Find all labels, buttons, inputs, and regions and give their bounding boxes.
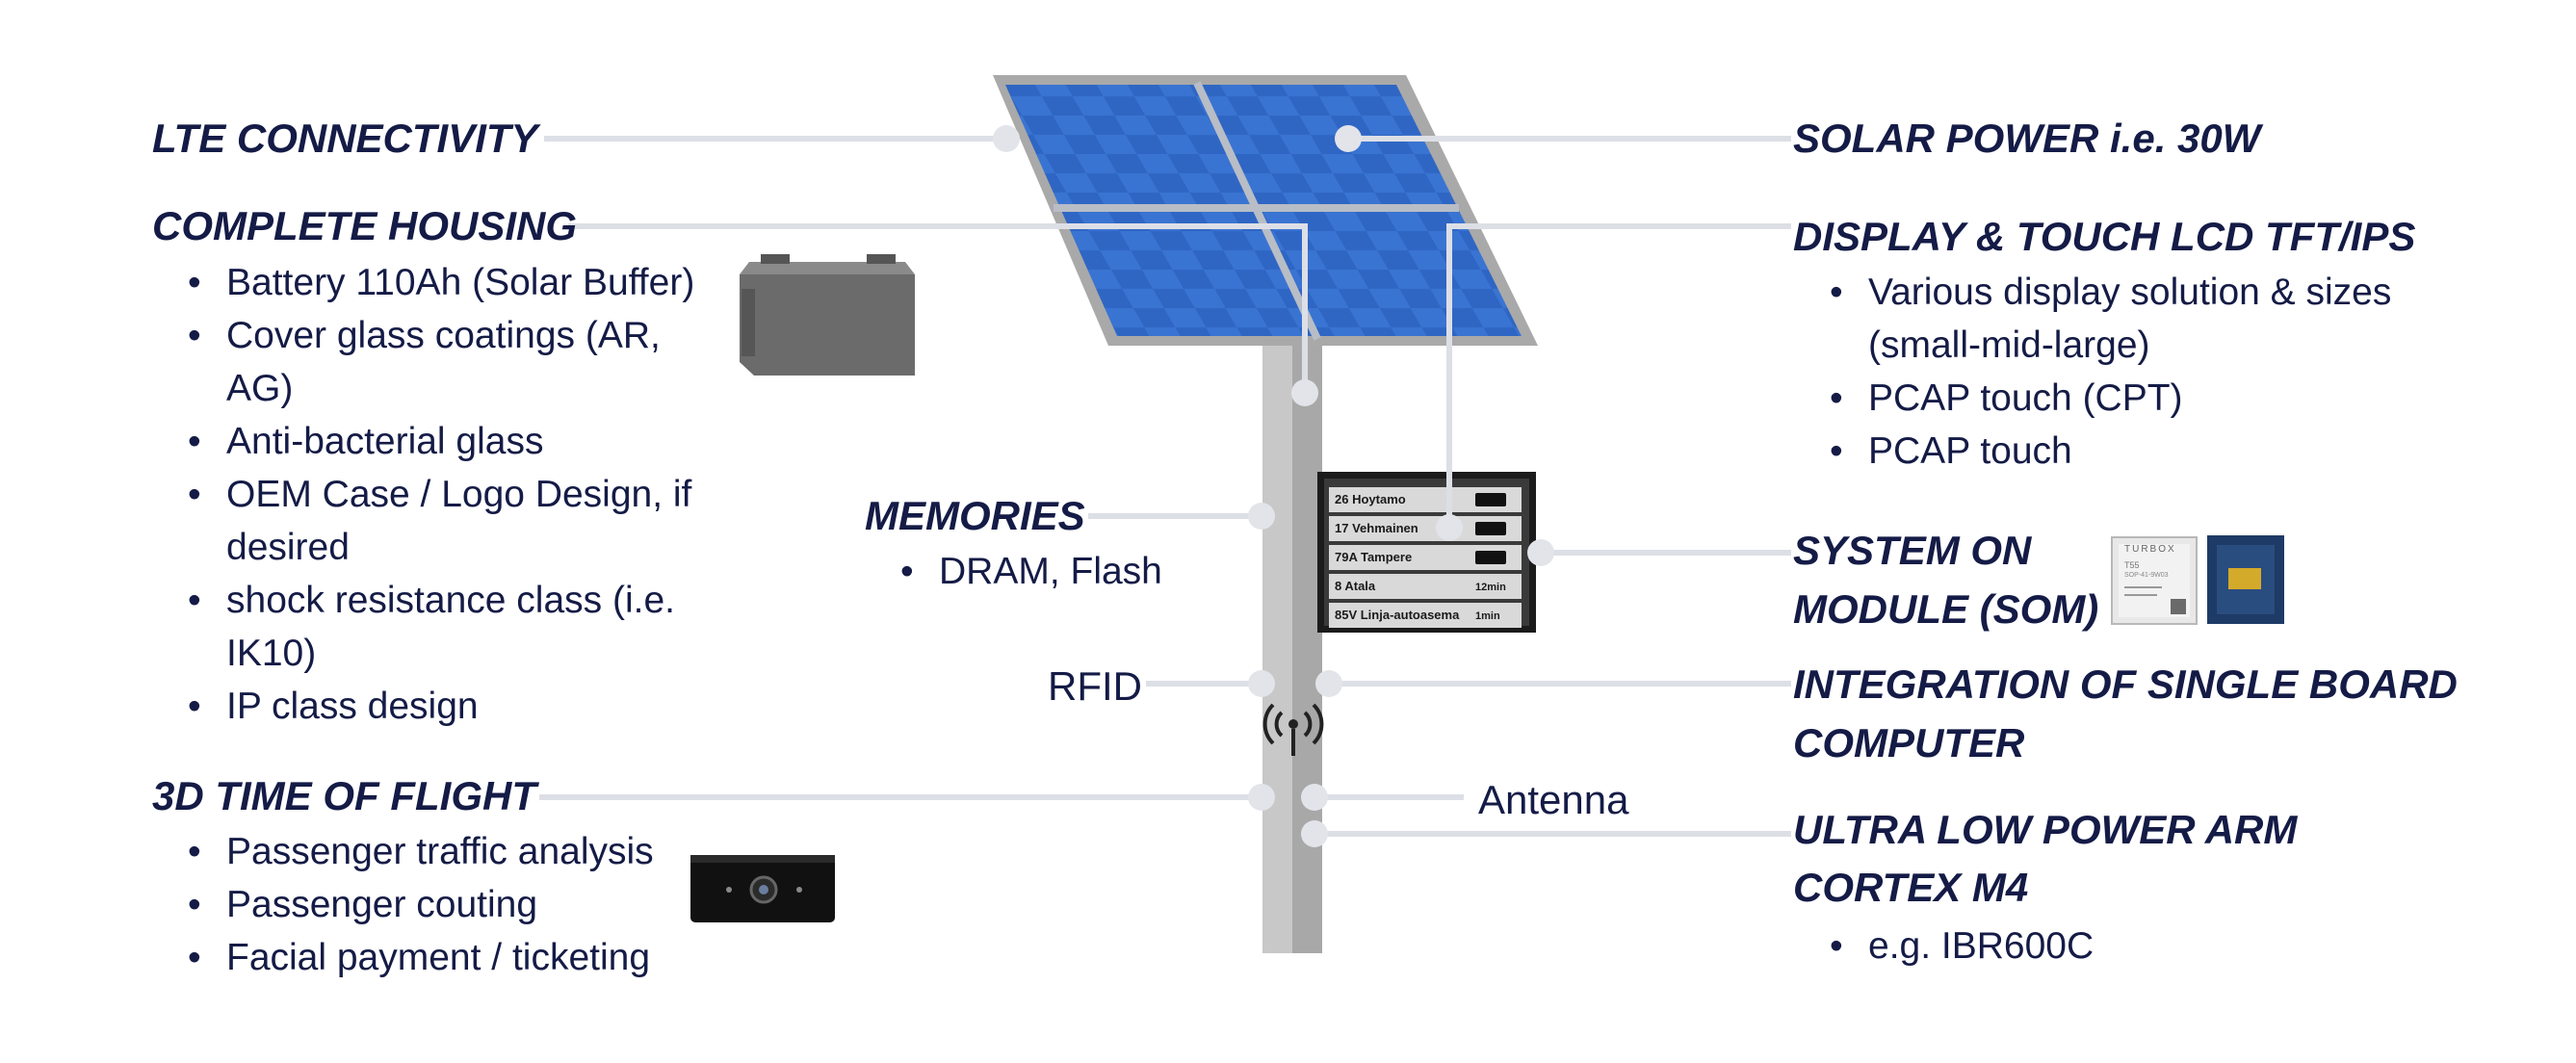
- sbc-heading-line2: COMPUTER: [1793, 720, 2025, 765]
- solar-panel: [993, 75, 1538, 346]
- arm-list: e.g. IBR600C: [1830, 920, 2311, 972]
- housing-list: Battery 110Ah (Solar Buffer) Cover glass…: [188, 256, 727, 733]
- sign-row-text: 17 Vehmainen: [1335, 521, 1418, 535]
- display-sign: [1317, 472, 1536, 633]
- som-heading-line2: MODULE (SOM): [1793, 586, 2099, 632]
- list-item: shock resistance class (i.e. IK10): [188, 574, 727, 680]
- list-item: IP class design: [188, 680, 727, 733]
- som-heading-line1: SYSTEM ON: [1793, 528, 2032, 573]
- list-item: Anti-bacterial glass: [188, 415, 727, 468]
- solar-heading: SOLAR POWER i.e. 30W: [1793, 116, 2261, 161]
- sign-row-suffix: 1min: [1475, 610, 1500, 622]
- tof-list: Passenger traffic analysis Passenger cou…: [188, 825, 727, 984]
- list-item: Facial payment / ticketing: [188, 931, 727, 984]
- sign-row-text: 8 Atala: [1335, 579, 1376, 593]
- display-list: Various display solution & sizes (small-…: [1830, 266, 2446, 478]
- som-module-image: [2111, 536, 2198, 625]
- wireless-icon: [1262, 703, 1324, 756]
- arm-heading-line2: CORTEX M4: [1793, 865, 2029, 910]
- sign-row-suffix: 12min: [1475, 582, 1506, 593]
- chip-image: [2207, 535, 2284, 624]
- connector-lines: [539, 136, 1791, 837]
- sign-row-text: 85V Linja-autoasema: [1335, 608, 1460, 622]
- som-part: SOP-41-9W03: [2124, 572, 2169, 579]
- list-item: DRAM, Flash: [900, 545, 1209, 598]
- pole: [1262, 332, 1322, 953]
- list-item: PCAP touch: [1830, 425, 2446, 478]
- list-item: Passenger couting: [188, 878, 727, 931]
- list-item: PCAP touch (CPT): [1830, 372, 2446, 425]
- list-item: Passenger traffic analysis: [188, 825, 727, 878]
- tof-heading: 3D TIME OF FLIGHT: [152, 773, 536, 818]
- battery-image: [740, 254, 915, 376]
- bus-icon: [1475, 493, 1506, 564]
- som-brand: TURBOX: [2124, 544, 2176, 555]
- sign-row-text: 79A Tampere: [1335, 550, 1413, 564]
- sbc-heading-line1: INTEGRATION OF SINGLE BOARD: [1793, 661, 2458, 707]
- housing-heading: COMPLETE HOUSING: [152, 203, 578, 248]
- list-item: Cover glass coatings (AR, AG): [188, 309, 727, 415]
- list-item: Various display solution & sizes (small-…: [1830, 266, 2446, 372]
- lte-heading: LTE CONNECTIVITY: [152, 116, 538, 161]
- antenna-label: Antenna: [1478, 777, 1629, 822]
- display-heading: DISPLAY & TOUCH LCD TFT/IPS: [1793, 214, 2416, 259]
- list-item: OEM Case / Logo Design, if desired: [188, 468, 727, 574]
- list-item: e.g. IBR600C: [1830, 920, 2311, 972]
- memories-list: DRAM, Flash: [900, 545, 1209, 598]
- list-item: Battery 110Ah (Solar Buffer): [188, 256, 727, 309]
- rfid-label: RFID: [1048, 663, 1142, 709]
- sign-row-text: 26 Hoytamo: [1335, 492, 1406, 506]
- som-model: T55: [2124, 560, 2140, 570]
- memories-heading: MEMORIES: [865, 493, 1085, 538]
- arm-heading-line1: ULTRA LOW POWER ARM: [1793, 807, 2298, 852]
- connector-dots: [993, 125, 1554, 847]
